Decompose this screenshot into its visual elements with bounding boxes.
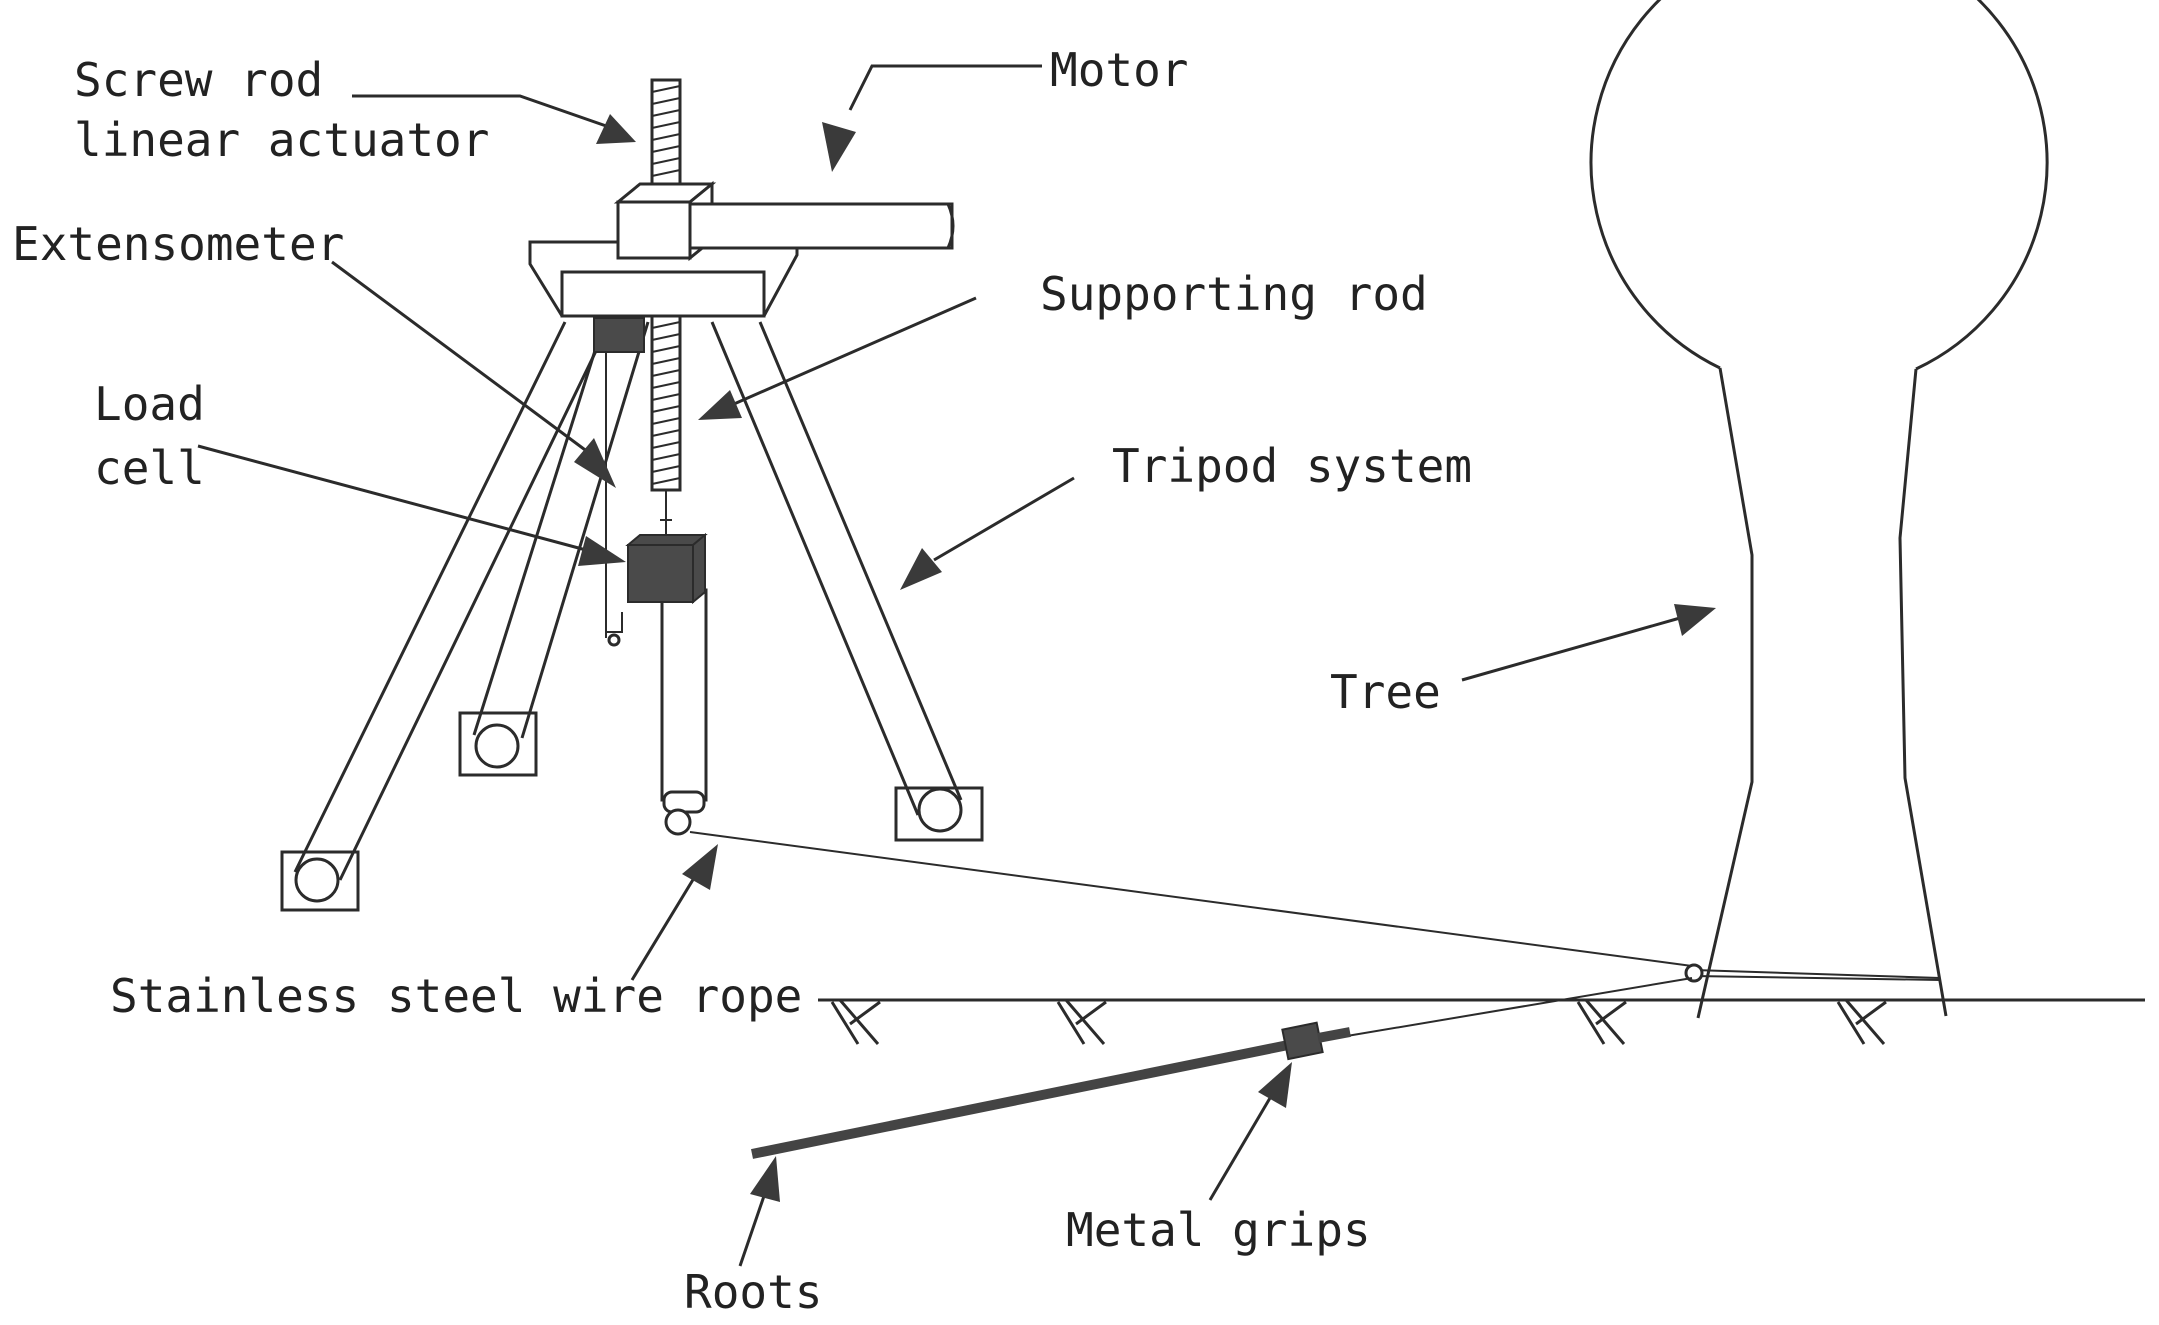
label-load-line1: Load	[94, 377, 205, 431]
label-motor: Motor	[1050, 43, 1188, 97]
arrowhead-roots	[750, 1156, 780, 1202]
leader-roots	[738, 1156, 780, 1267]
arrowhead-extensometer	[574, 438, 616, 488]
extensometer-wire-end	[607, 633, 621, 647]
tripod-foot-rear-wheel	[474, 723, 520, 769]
wire-rope-upper	[689, 831, 1693, 967]
extensometer	[593, 317, 645, 353]
anchor-pulley	[1684, 963, 1704, 983]
metal-grip-block	[1281, 1021, 1324, 1061]
ground-hatch-3	[1576, 999, 1627, 1045]
load-cell	[627, 544, 694, 603]
label-screw-rod-line1: Screw rod	[74, 53, 323, 107]
wire-rope-lower	[1334, 977, 1693, 1039]
leader-tree	[1461, 604, 1716, 682]
tripod-foot-right-wheel	[917, 787, 963, 833]
load-cell-side	[692, 532, 706, 605]
tripod-leg-right	[710, 321, 963, 816]
metal-grip-tail	[1317, 1027, 1351, 1043]
tripod-leg-left	[293, 321, 612, 881]
motor-end-cap	[946, 203, 955, 249]
leader-motor	[822, 64, 1042, 172]
actuator-housing	[616, 200, 692, 260]
extensometer-wire-hook	[606, 612, 623, 633]
label-extensometer: Extensometer	[12, 217, 344, 271]
tripod-foot-rear	[458, 711, 538, 777]
leader-screw-rod	[352, 94, 636, 144]
leader-wire-rope	[630, 844, 718, 981]
leader-metal-grips	[1208, 1062, 1292, 1201]
label-tree: Tree	[1330, 665, 1441, 719]
leader-extensometer	[331, 260, 616, 488]
supporting-rod-tip	[662, 790, 706, 814]
arrowhead-supporting-rod	[698, 390, 742, 420]
root-bar	[751, 1038, 1299, 1159]
tripod-foot-left	[280, 850, 360, 912]
supporting-rod	[660, 588, 708, 802]
label-supporting-rod: Supporting rod	[1040, 267, 1428, 321]
tripod-foot-left-wheel	[294, 857, 340, 903]
label-metal-grips: Metal grips	[1066, 1203, 1371, 1257]
arrowhead-load-cell	[578, 536, 626, 566]
screw-rod-threads	[651, 85, 681, 485]
label-roots: Roots	[684, 1265, 822, 1319]
arrowhead-tripod-system	[900, 548, 942, 590]
tree-trunk-left	[1696, 367, 1754, 1019]
label-load-line2: cell	[94, 441, 205, 495]
ground	[818, 998, 2145, 1045]
arrowhead-motor	[822, 122, 856, 172]
tripod-head-plate	[560, 270, 766, 318]
leader-supporting-rod	[698, 296, 977, 420]
tree	[1589, 0, 2049, 1019]
ground-hatch-2	[1056, 999, 1107, 1045]
label-wire-rope: Stainless steel wire rope	[110, 969, 802, 1023]
motor	[688, 202, 954, 250]
root-assembly	[751, 1021, 1351, 1159]
tree-base-strap	[1693, 969, 1941, 981]
label-tripod-system: Tripod system	[1112, 439, 1472, 493]
leader-load-cell	[197, 444, 626, 566]
tree-crown	[1589, 0, 2049, 371]
arrowhead-tree	[1674, 604, 1716, 636]
arrowhead-screw-rod	[596, 114, 636, 144]
leader-tripod-system	[900, 476, 1075, 590]
ground-hatch-4	[1836, 999, 1887, 1045]
arrowhead-wire-rope	[682, 844, 718, 890]
tripod-leg-rear	[472, 321, 650, 739]
tripod-system	[280, 78, 984, 912]
label-screw-rod-line2: linear actuator	[74, 113, 489, 167]
rope-attachment-pulley	[664, 808, 692, 836]
arrowhead-metal-grips	[1258, 1062, 1292, 1108]
screw-rod-link	[660, 490, 672, 535]
ground-hatch-1	[830, 999, 881, 1045]
tree-trunk-right	[1898, 368, 1948, 1017]
